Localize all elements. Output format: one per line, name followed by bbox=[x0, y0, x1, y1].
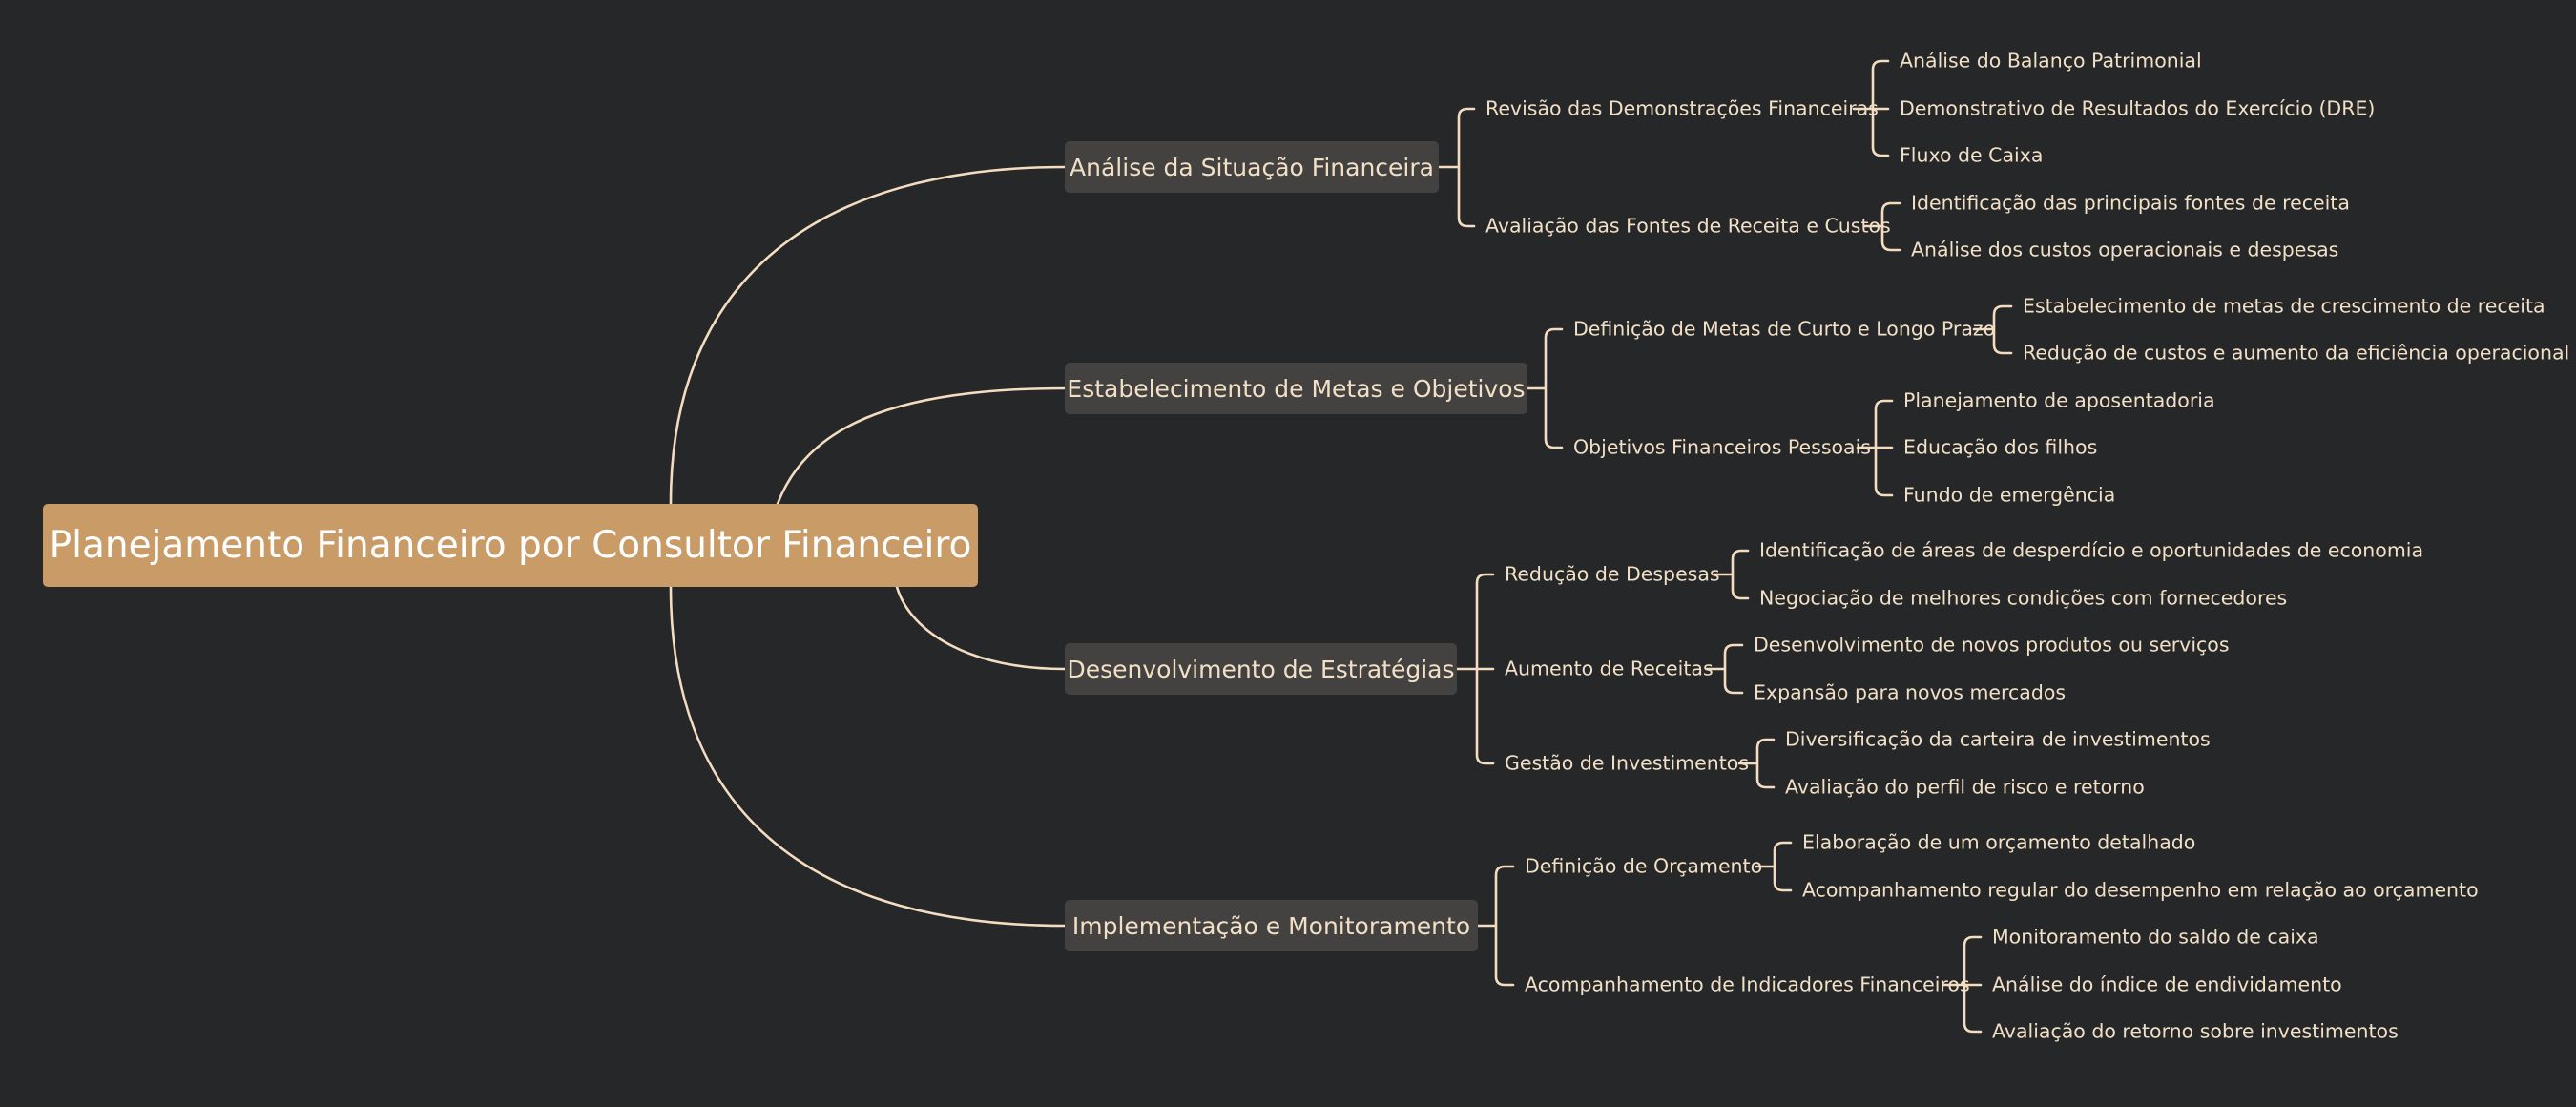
leaf-item[interactable]: Demonstrativo de Resultados do Exercício… bbox=[1900, 96, 2376, 120]
topic-objetivos-pessoais[interactable]: Objetivos Financeiros Pessoais bbox=[1573, 435, 1871, 459]
leaf-item[interactable]: Identificação das principais fontes de r… bbox=[1911, 191, 2350, 215]
connector-root-branch-2 bbox=[776, 386, 1067, 506]
leaf-item[interactable]: Fundo de emergência bbox=[1903, 483, 2116, 507]
leaf-item[interactable]: Diversificação da carteira de investimen… bbox=[1785, 727, 2211, 751]
topic-fontes-receita-custos[interactable]: Avaliação das Fontes de Receita e Custos bbox=[1485, 214, 1891, 238]
topic-aumento-receitas[interactable]: Aumento de Receitas bbox=[1505, 657, 1714, 680]
bracket-sub-3-1 bbox=[1713, 549, 1750, 600]
bracket-branch-2 bbox=[1526, 327, 1564, 449]
leaf-item[interactable]: Análise do Balanço Patrimonial bbox=[1900, 49, 2202, 73]
leaf-item[interactable]: Educação dos filhos bbox=[1903, 435, 2098, 459]
branch-metas-objetivos[interactable]: Estabelecimento de Metas e Objetivos bbox=[1065, 363, 1527, 414]
bracket-sub-3-2 bbox=[1705, 643, 1744, 695]
topic-definicao-orcamento[interactable]: Definição de Orçamento bbox=[1525, 854, 1763, 878]
bracket-sub-4-1 bbox=[1755, 841, 1793, 892]
bracket-sub-2-2 bbox=[1856, 399, 1894, 497]
leaf-item[interactable]: Análise dos custos operacionais e despes… bbox=[1911, 238, 2339, 261]
root-node[interactable]: Planejamento Financeiro por Consultor Fi… bbox=[43, 504, 978, 587]
leaf-item[interactable]: Avaliação do retorno sobre investimentos bbox=[1992, 1019, 2399, 1043]
leaf-item[interactable]: Avaliação do perfil de risco e retorno bbox=[1785, 775, 2145, 799]
topic-gestao-investimentos[interactable]: Gestão de Investimentos bbox=[1505, 751, 1750, 775]
leaf-item[interactable]: Fluxo de Caixa bbox=[1900, 143, 2044, 167]
leaf-item[interactable]: Monitoramento do saldo de caixa bbox=[1992, 925, 2319, 949]
bracket-sub-3-3 bbox=[1737, 738, 1776, 789]
leaf-item[interactable]: Acompanhamento regular do desempenho em … bbox=[1802, 878, 2479, 902]
branch-analise-situacao[interactable]: Análise da Situação Financeira bbox=[1065, 141, 1439, 193]
bracket-sub-1-2 bbox=[1862, 201, 1901, 252]
leaf-item[interactable]: Redução de custos e aumento da eficiênci… bbox=[2023, 341, 2570, 365]
leaf-item[interactable]: Negociação de melhores condições com for… bbox=[1759, 586, 2288, 610]
bracket-sub-1-1 bbox=[1852, 59, 1890, 157]
connector-root-branch-1 bbox=[669, 165, 1067, 506]
bracket-branch-3 bbox=[1455, 573, 1495, 765]
branch-estrategias[interactable]: Desenvolvimento de Estratégias bbox=[1065, 643, 1457, 695]
topic-reducao-despesas[interactable]: Redução de Despesas bbox=[1505, 562, 1720, 586]
leaf-item[interactable]: Identificação de áreas de desperdício e … bbox=[1759, 538, 2424, 562]
bracket-sub-4-2 bbox=[1942, 935, 1983, 1034]
bracket-branch-1 bbox=[1437, 107, 1476, 228]
leaf-item[interactable]: Elaboração de um orçamento detalhado bbox=[1802, 830, 2196, 854]
topic-metas-curto-longo[interactable]: Definição de Metas de Curto e Longo Praz… bbox=[1573, 317, 1996, 341]
connector-root-branch-4 bbox=[669, 585, 1067, 928]
bracket-sub-2-1 bbox=[1972, 304, 2013, 355]
leaf-item[interactable]: Expansão para novos mercados bbox=[1754, 680, 2067, 704]
topic-revisao-demonstracoes[interactable]: Revisão das Demonstrações Financeiras bbox=[1485, 96, 1879, 120]
connector-root-branch-3 bbox=[895, 585, 1067, 671]
branch-implementacao[interactable]: Implementação e Monitoramento bbox=[1065, 900, 1478, 951]
bracket-branch-4 bbox=[1476, 865, 1515, 987]
leaf-item[interactable]: Desenvolvimento de novos produtos ou ser… bbox=[1754, 633, 2230, 657]
leaf-item[interactable]: Planejamento de aposentadoria bbox=[1903, 388, 2215, 412]
leaf-item[interactable]: Estabelecimento de metas de crescimento … bbox=[2023, 294, 2545, 318]
leaf-item[interactable]: Análise do índice de endividamento bbox=[1992, 972, 2342, 996]
topic-indicadores-financeiros[interactable]: Acompanhamento de Indicadores Financeiro… bbox=[1525, 972, 1970, 996]
